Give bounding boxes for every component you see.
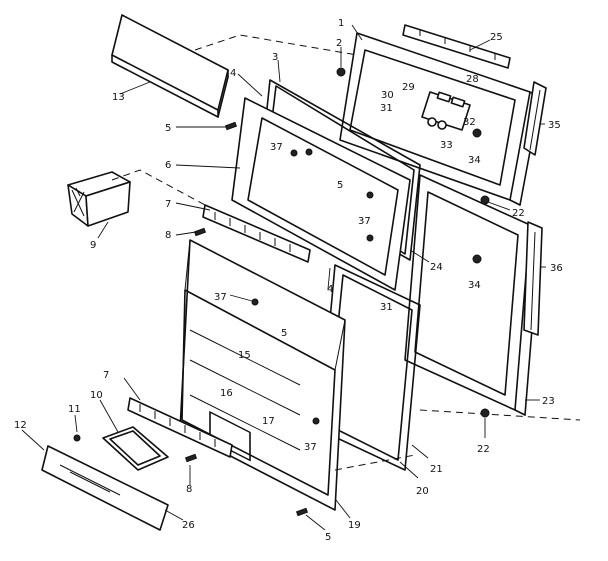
callout-32: 32 (463, 117, 476, 128)
callout-9: 9 (90, 240, 96, 251)
part-trim-12 (41, 445, 169, 531)
callout-11: 11 (68, 404, 81, 415)
callout-21: 21 (430, 464, 443, 475)
part-shelf-7-upper (202, 204, 311, 263)
callout-35: 35 (548, 120, 561, 131)
part-handle-36 (523, 221, 543, 336)
callout-36: 36 (550, 263, 563, 274)
part-lower-liner-19 (179, 239, 346, 511)
callout-10: 10 (90, 390, 103, 401)
callout-37: 37 (304, 442, 317, 453)
part-tray-10 (102, 426, 169, 471)
callout-8: 8 (186, 484, 192, 495)
part-shelf-7-lower (127, 397, 233, 458)
callout-31: 31 (380, 103, 393, 114)
callout-5: 5 (165, 123, 171, 134)
callout-5: 5 (281, 328, 287, 339)
callout-4: 4 (230, 68, 236, 79)
callout-22: 22 (512, 208, 525, 219)
callout-1: 1 (338, 18, 344, 29)
callout-29: 29 (402, 82, 415, 93)
callout-30: 30 (381, 90, 394, 101)
callout-24: 24 (430, 262, 443, 273)
callout-17: 17 (262, 416, 275, 427)
callout-28: 28 (466, 74, 479, 85)
callout-16: 16 (220, 388, 233, 399)
callout-34: 34 (468, 280, 481, 291)
part-panel-13 (111, 14, 229, 118)
callout-7: 7 (165, 199, 171, 210)
part-bin-9 (67, 171, 131, 227)
callout-12: 12 (14, 420, 27, 431)
callout-37: 37 (358, 216, 371, 227)
callout-13: 13 (112, 92, 125, 103)
callout-34: 34 (468, 155, 481, 166)
callout-2: 2 (336, 38, 342, 49)
callout-37: 37 (214, 292, 227, 303)
assembly-lines (111, 34, 581, 471)
callout-22: 22 (477, 444, 490, 455)
callout-6: 6 (165, 160, 171, 171)
callout-31: 31 (380, 302, 393, 313)
fasteners (73, 67, 490, 517)
callout-20: 20 (416, 486, 429, 497)
callout-15: 15 (238, 350, 251, 361)
callout-23: 23 (542, 396, 555, 407)
callout-3: 3 (272, 52, 278, 63)
callout-5: 5 (337, 180, 343, 191)
callout-26: 26 (182, 520, 195, 531)
callout-8: 8 (165, 230, 171, 241)
part-latch-cluster (421, 91, 471, 131)
part-handle-35 (523, 81, 547, 156)
leader-lines (21, 24, 546, 531)
callout-25: 25 (490, 32, 503, 43)
part-upper-liner-6 (231, 97, 411, 291)
callout-4: 4 (327, 284, 333, 295)
callout-5: 5 (325, 532, 331, 543)
callout-19: 19 (348, 520, 361, 531)
callout-labels: 1 2 3 4 4 5 5 5 5 6 7 7 8 8 9 10 11 12 1… (14, 18, 563, 543)
callout-37: 37 (270, 142, 283, 153)
callout-33: 33 (440, 140, 453, 151)
callout-7: 7 (103, 370, 109, 381)
